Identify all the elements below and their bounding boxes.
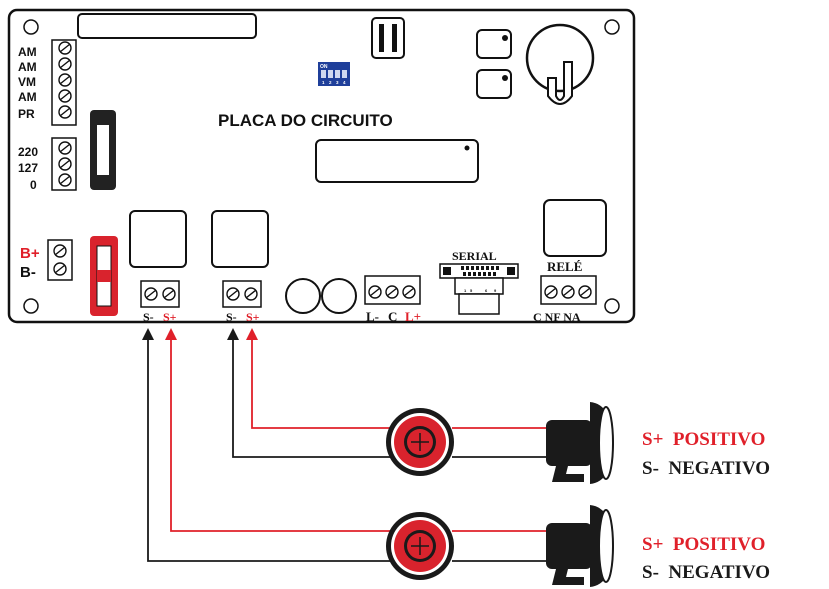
small-component: [476, 69, 512, 99]
dip-number: 3: [336, 80, 339, 85]
speaker-upper: [386, 408, 454, 476]
relay-terminals-label: C NF NA: [533, 310, 581, 324]
battery-positive-label: B+: [20, 245, 40, 262]
serial-pin: 1: [464, 288, 467, 293]
legend-positive-upper: S+ POSITIVO: [642, 429, 765, 450]
terminal-label: AM: [18, 90, 37, 104]
wire-positive-siren-upper: [251, 336, 400, 429]
round-component: [321, 278, 357, 314]
serial-connector: [439, 263, 519, 315]
arrow-icon: [227, 328, 239, 340]
wire-positive-siren-lower: [170, 336, 400, 532]
light-negative-label: L-: [366, 309, 379, 324]
voltage-label: 220: [18, 145, 38, 159]
terminal-label: AM: [18, 60, 37, 74]
legend-positive-lower: S+ POSITIVO: [642, 534, 765, 555]
mounting-hole: [604, 19, 620, 35]
relay: [543, 199, 607, 257]
display-connector: [77, 13, 257, 39]
mounting-hole: [23, 19, 39, 35]
serial-pin: 5: [470, 288, 473, 293]
arrow-icon: [246, 328, 258, 340]
terminal-block-light: [364, 275, 421, 305]
serial-label: SERIAL: [452, 249, 497, 263]
terminal-block-siren-1: [140, 280, 180, 308]
jumper-block: [371, 17, 405, 59]
light-common-label: C: [388, 309, 397, 324]
voltage-label: 127: [18, 161, 38, 175]
module-connector: [315, 139, 479, 183]
dip-on-label: ON: [320, 64, 328, 70]
siren-2-positive-label: S+: [246, 310, 260, 324]
buzzer: [525, 23, 595, 105]
relay-label: RELÉ: [547, 259, 582, 274]
board-title: PLACA DO CIRCUITO: [218, 111, 393, 130]
siren-2-negative-label: S-: [226, 310, 237, 324]
wiring: [147, 336, 555, 562]
light-positive-label: L+: [405, 309, 421, 324]
mounting-hole: [23, 298, 39, 314]
terminal-block-siren-2: [222, 280, 262, 308]
siren-driver-2: [211, 210, 269, 268]
speaker-lower: [386, 512, 454, 580]
terminal-block-battery: [47, 239, 73, 281]
arrow-icon: [165, 328, 177, 340]
dip-number: 4: [343, 80, 346, 85]
terminal-block-sensors: [51, 39, 77, 126]
voltage-label: 0: [30, 178, 37, 192]
terminal-label: VM: [18, 75, 36, 89]
battery-negative-label: B-: [20, 264, 36, 281]
fuse-red: [90, 236, 118, 316]
wire-negative-siren-lower: [147, 336, 400, 562]
arrow-icon: [142, 328, 154, 340]
dip-number: 2: [329, 80, 332, 85]
terminal-block-relay: [540, 275, 597, 305]
terminal-label: AM: [18, 45, 37, 59]
small-component: [476, 29, 512, 59]
wire-negative-siren-upper: [232, 336, 400, 458]
siren-horn-icon: [546, 402, 614, 484]
serial-pin: 9: [494, 288, 497, 293]
legend-negative-lower: S- NEGATIVO: [642, 562, 770, 583]
siren-1-positive-label: S+: [163, 310, 177, 324]
siren-driver-1: [129, 210, 187, 268]
dip-switch: ON 1 2 3 4: [318, 62, 350, 86]
round-component: [285, 278, 321, 314]
siren-1-negative-label: S-: [143, 310, 154, 324]
terminal-label: PR: [18, 107, 35, 121]
serial-pin: 6: [485, 288, 488, 293]
fuse-black: [90, 110, 116, 190]
terminal-block-power: [51, 137, 77, 191]
siren-horn-icon: [546, 505, 614, 587]
dip-number: 1: [322, 80, 325, 85]
legend-negative-upper: S- NEGATIVO: [642, 458, 770, 479]
mounting-hole: [604, 298, 620, 314]
